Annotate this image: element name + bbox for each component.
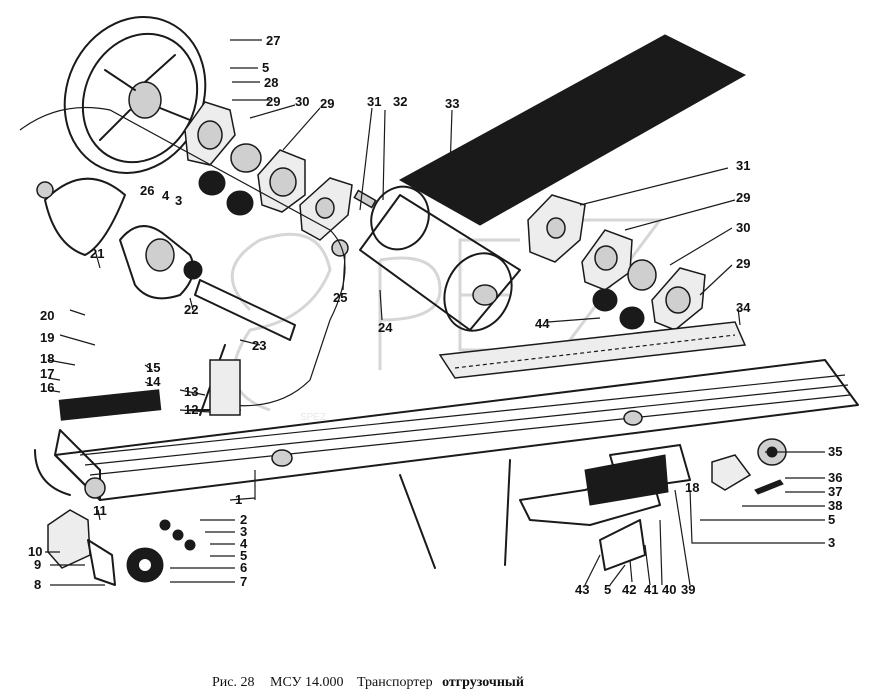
drive-pulley: [63, 16, 207, 174]
callout-4: 4: [240, 536, 248, 551]
supports: [399, 444, 691, 571]
belt-33: [398, 34, 747, 226]
callout-26: 26: [140, 183, 154, 198]
caption-title: Транспортер: [357, 675, 433, 690]
callout-5: 5: [262, 60, 269, 75]
callout-15: 15: [146, 360, 160, 375]
callout-41: 41: [644, 582, 658, 597]
callout-6: 6: [240, 560, 247, 575]
callout-29: 29: [736, 190, 750, 205]
drum-24: [331, 185, 521, 332]
callouts: 27 5 28 29 30 29 31 32 33 31 29 30 29 34…: [28, 33, 842, 597]
parts-35-38: [711, 438, 787, 495]
leader-lines: [45, 39, 825, 586]
caption-figure: Рис. 28: [212, 675, 255, 690]
conveyor-frame-1: [34, 359, 859, 501]
left-parts: [36, 177, 296, 341]
callout-14: 14: [146, 374, 161, 389]
callout-3: 3: [175, 193, 182, 208]
watermark-text: SPEZ: [300, 412, 326, 423]
lower-left-parts: [47, 344, 241, 586]
callout-9: 9: [34, 557, 41, 572]
callout-3: 3: [240, 524, 247, 539]
callout-18: 18: [685, 480, 699, 495]
callout-1: 1: [235, 492, 242, 507]
callout-5: 5: [828, 512, 835, 527]
callout-40: 40: [662, 582, 676, 597]
callout-12: 12: [184, 402, 198, 417]
callout-36: 36: [828, 470, 842, 485]
caption-model: МСУ 14.000: [270, 675, 344, 690]
cover-plate-34: [438, 321, 747, 379]
callout-18: 18: [40, 351, 54, 366]
caption-title-bold: отгрузочный: [442, 675, 524, 690]
callout-2: 2: [240, 512, 247, 527]
callout-34: 34: [736, 300, 751, 315]
callout-29: 29: [266, 94, 280, 109]
callout-38: 38: [828, 498, 842, 513]
callout-7: 7: [240, 574, 247, 589]
callout-37: 37: [828, 484, 842, 499]
callout-5: 5: [604, 582, 611, 597]
callout-25: 25: [333, 290, 347, 305]
callout-20: 20: [40, 308, 54, 323]
chain-loop: [19, 107, 346, 407]
callout-3: 3: [828, 535, 835, 550]
callout-31: 31: [367, 94, 381, 109]
flange-group-right: [527, 194, 706, 331]
callout-23: 23: [252, 338, 266, 353]
callout-19: 19: [40, 330, 54, 345]
callout-31: 31: [736, 158, 750, 173]
callout-29: 29: [320, 96, 334, 111]
callout-35: 35: [828, 444, 842, 459]
callout-22: 22: [184, 302, 198, 317]
callout-10: 10: [28, 544, 42, 559]
callout-27: 27: [266, 33, 280, 48]
callout-32: 32: [393, 94, 407, 109]
callout-30: 30: [736, 220, 750, 235]
callout-4: 4: [162, 188, 170, 203]
callout-17: 17: [40, 366, 54, 381]
callout-28: 28: [264, 75, 278, 90]
callout-5: 5: [240, 548, 247, 563]
flange-group-upper: [184, 101, 377, 241]
callout-30: 30: [295, 94, 309, 109]
callout-29: 29: [736, 256, 750, 271]
callout-44: 44: [535, 316, 550, 331]
callout-13: 13: [184, 384, 198, 399]
callout-24: 24: [378, 320, 393, 335]
figure-caption: Рис. 28 МСУ 14.000 Транспортер отгрузочн…: [212, 675, 524, 690]
callout-16: 16: [40, 380, 54, 395]
callout-43: 43: [575, 582, 589, 597]
callout-8: 8: [34, 577, 41, 592]
callout-42: 42: [622, 582, 636, 597]
callout-21: 21: [90, 246, 104, 261]
callout-33: 33: [445, 96, 459, 111]
callout-39: 39: [681, 582, 695, 597]
callout-11: 11: [93, 503, 107, 518]
